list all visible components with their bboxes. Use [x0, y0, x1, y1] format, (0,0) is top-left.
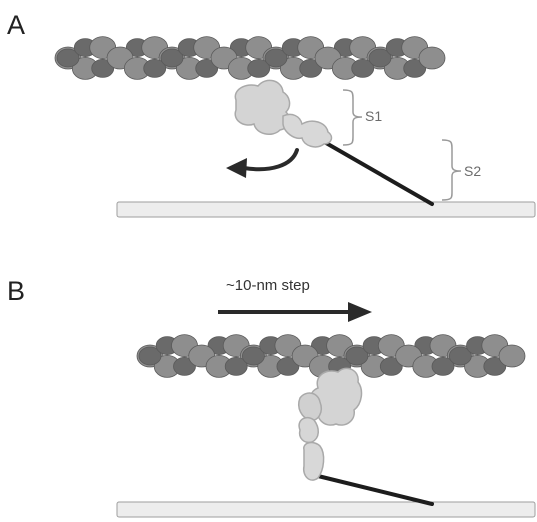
thick-filament	[117, 502, 535, 517]
panel-b: B ~10-nm step	[7, 276, 535, 517]
thick-filament	[117, 202, 535, 217]
panel-a-letter: A	[7, 10, 25, 40]
panel-a: A S1 S2	[7, 10, 535, 217]
right-arrow-icon	[218, 302, 372, 322]
s2-lever-arm	[318, 476, 432, 504]
s2-bracket: S2	[442, 140, 481, 200]
actin-filament	[55, 37, 445, 80]
panel-b-letter: B	[7, 276, 25, 306]
curved-arrow-icon	[226, 150, 297, 178]
myosin-head-s1	[299, 368, 362, 480]
actin-monomer	[499, 345, 525, 367]
actin-monomer	[419, 47, 445, 69]
s1-bracket: S1	[343, 90, 382, 145]
myosin-head-s1	[235, 80, 331, 147]
s2-label: S2	[464, 163, 481, 179]
s1-label: S1	[365, 108, 382, 124]
step-label: ~10-nm step	[226, 277, 310, 294]
